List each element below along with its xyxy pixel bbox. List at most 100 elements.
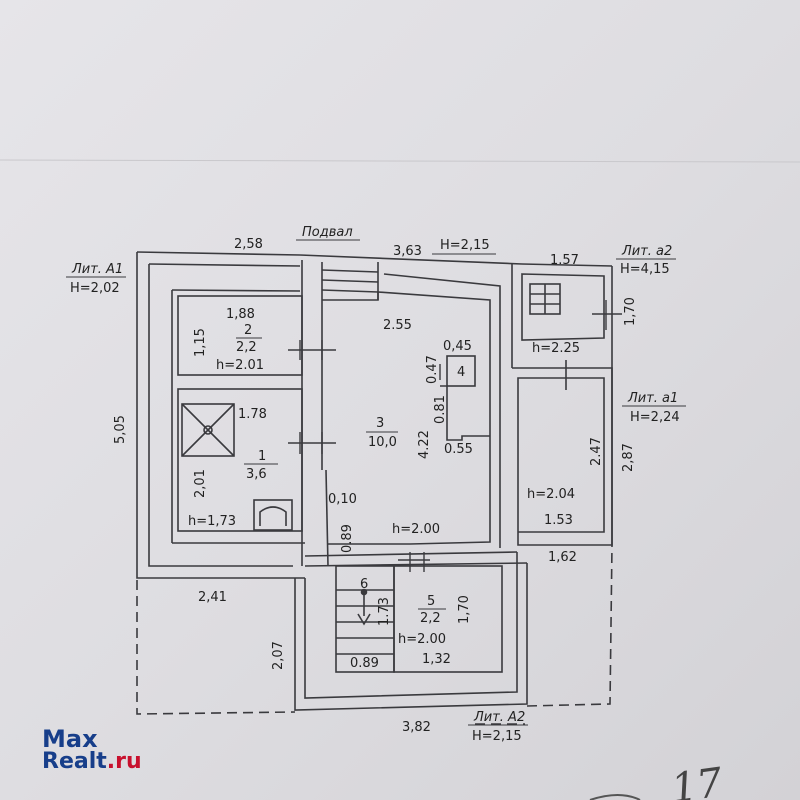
- label-a1small-height: Н=2,24: [630, 410, 680, 425]
- main-wall-bottom-inner: [304, 551, 518, 557]
- sink-bowl: [259, 506, 287, 526]
- inner-wall-top-left: [148, 263, 301, 267]
- dim-left-height: 5,05: [113, 415, 128, 444]
- dim-r2-width: 1,88: [226, 307, 255, 322]
- room-3-inner-wall: [383, 273, 501, 548]
- room-1-number: 1: [258, 449, 266, 464]
- paper-edge-line: [0, 159, 800, 163]
- block-labels: Лит. А1 Н=2,02 Подвал Н=2,15 Лит. а2 Н=4…: [66, 225, 686, 744]
- dim-corridor: 0.89: [340, 524, 355, 553]
- outer-wall-top-left: [136, 251, 301, 256]
- room-3-area: 10,0: [368, 435, 397, 450]
- inner-wall-left-block: [148, 264, 293, 567]
- room-4-number: 4: [457, 365, 465, 380]
- dim-r3-top: 2.55: [383, 318, 412, 333]
- dim-r3-depth: 4.22: [417, 430, 432, 459]
- label-main-height: Н=2,15: [440, 238, 490, 253]
- dim-r4-width: 0,45: [443, 339, 472, 354]
- room-3-outline: [322, 291, 491, 545]
- label-a1-name: Лит. А1: [71, 262, 123, 277]
- outer-wall-top-right: [521, 263, 613, 267]
- outer-wall-top-mid: [299, 254, 523, 265]
- block-a1-outline: [512, 367, 613, 546]
- dim-stair-width: 0.89: [350, 656, 379, 671]
- dim-ra1-width: 1.53: [544, 513, 573, 528]
- corridor-wall-c: [325, 469, 329, 567]
- dim-top-mid: 3,63: [393, 244, 422, 259]
- dim-wall-thickness: 0,10: [328, 492, 357, 507]
- dimension-labels: 2,58 3,63 1.57 1,88 1.78 2.55 0,45 0.55 …: [113, 237, 638, 735]
- label-A2-height: Н=2,15: [472, 729, 522, 744]
- room-2-area: 2,2: [236, 340, 257, 355]
- dim-r4-height: 0.47: [425, 355, 440, 384]
- room-3-notch: [440, 385, 490, 441]
- stove-diagonal-2: [181, 403, 235, 457]
- dashed-right-annex: [526, 544, 613, 707]
- dim-r2-height: 1,15: [193, 328, 208, 357]
- dim-r1-width: 1.78: [238, 407, 267, 422]
- dim-r5-width: 1,32: [422, 652, 451, 667]
- label-podval: Подвал: [302, 225, 353, 240]
- room-1-area: 3,6: [246, 467, 267, 482]
- handwritten-stroke: [589, 794, 641, 800]
- dim-r3-notch: 0.81: [433, 395, 448, 424]
- handwritten-number: 17: [669, 760, 726, 800]
- room-2-wall-inner: [171, 289, 301, 292]
- dim-a1-side: 2,87: [621, 443, 636, 472]
- watermark-brand-bottom: Realt.ru: [42, 750, 142, 774]
- room-3-number: 3: [376, 416, 384, 431]
- room-a2-h: h=2.25: [532, 341, 580, 356]
- top-step-2: [321, 279, 379, 283]
- outer-wall-left-block: [136, 252, 305, 579]
- door-ticks: [288, 300, 622, 572]
- dim-right-width: 1,62: [548, 550, 577, 565]
- label-a2-height: Н=4,15: [620, 262, 670, 277]
- top-step-3: [321, 289, 379, 293]
- dim-a2-side: 1,70: [623, 297, 638, 326]
- room-a1-h: h=2.04: [527, 487, 575, 502]
- room-5-number: 5: [427, 594, 435, 609]
- top-step-1: [321, 269, 379, 273]
- stove-center: [203, 425, 213, 435]
- stair-arrow-head: [357, 613, 371, 626]
- sink-symbol: [253, 499, 293, 531]
- room-2-number: 2: [244, 323, 252, 338]
- dim-bottom-left: 2,41: [198, 590, 227, 605]
- dim-r1-height: 2,01: [193, 469, 208, 498]
- annex-a2-outline: [294, 563, 528, 711]
- label-a1small-name: Лит. а1: [627, 391, 678, 406]
- room-labels: 2 2,2 h=2.01 1 3,6 h=1,73 3 10,0 h=2.00 …: [188, 323, 580, 647]
- dim-top-left: 2,58: [234, 237, 263, 252]
- dim-ra1-depth: 2.47: [589, 437, 604, 466]
- watermark-brand-top: Max: [42, 725, 98, 753]
- dim-stair-height: 1.73: [377, 597, 392, 626]
- dim-r5-height: 1,70: [457, 595, 472, 624]
- label-A2-name: Лит. А2: [473, 710, 525, 725]
- block-a2-inner: [521, 273, 605, 341]
- room-1-h: h=1,73: [188, 514, 236, 529]
- stair-arrow-dot: [360, 588, 368, 596]
- watermark-brand-main: Realt: [42, 749, 107, 774]
- room-5-area: 2,2: [420, 611, 441, 626]
- room-2-h: h=2.01: [216, 358, 264, 373]
- stove-symbol: [181, 403, 235, 457]
- dim-bottom-left-height: 2,07: [271, 641, 286, 670]
- room-5-outline: [393, 565, 503, 673]
- label-a1-height: Н=2,02: [70, 281, 120, 296]
- room-3-h: h=2.00: [392, 522, 440, 537]
- dim-r3-right: 0.55: [444, 442, 473, 457]
- dim-top-right: 1.57: [550, 253, 579, 268]
- annex-a2-inner: [304, 552, 518, 699]
- plan-lines: [136, 251, 613, 711]
- dashed-contours: [136, 544, 613, 725]
- room-6-number: 6: [360, 577, 368, 592]
- dim-bottom: 3,82: [402, 720, 431, 735]
- watermark-brand-suffix: .ru: [106, 749, 142, 774]
- room-4-outline: [446, 355, 476, 387]
- room-5-h: h=2.00: [398, 632, 446, 647]
- label-a2-name: Лит. а2: [621, 244, 672, 259]
- dashed-left-annex: [136, 580, 296, 715]
